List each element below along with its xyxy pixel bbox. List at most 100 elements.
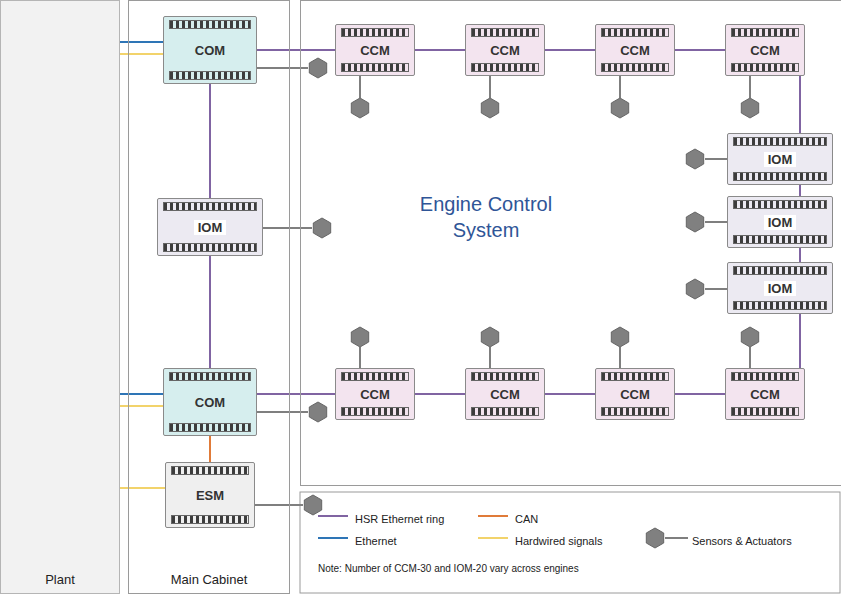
terminal-strip <box>731 28 799 37</box>
cylinder-module: CCM <box>595 24 675 76</box>
terminal-strip <box>601 28 669 37</box>
module-label: CCM <box>356 387 394 402</box>
connector-line <box>799 248 801 262</box>
legend-text-holder: CAN <box>515 509 538 527</box>
sensor-symbol <box>313 218 330 238</box>
connector-line <box>415 393 465 395</box>
legend-text: Hardwired signals <box>515 535 602 547</box>
terminal-strip <box>341 372 409 381</box>
cylinder-module: CCM <box>465 368 545 420</box>
com-module: COM <box>163 16 257 84</box>
legend-sample <box>318 537 348 539</box>
legend-sample <box>318 515 348 517</box>
module-label: IOM <box>764 281 797 296</box>
plant-region: Plant <box>0 0 120 594</box>
sensor-wire <box>749 76 751 98</box>
legend-text: Ethernet <box>355 535 397 547</box>
sensor-symbol <box>611 98 628 118</box>
sensor-symbol <box>351 327 368 347</box>
terminal-strip <box>163 202 257 211</box>
module-label: COM <box>191 43 229 58</box>
module-label: CCM <box>486 43 524 58</box>
io-module: IOM <box>157 198 263 256</box>
terminal-strip <box>601 372 669 381</box>
terminal-strip <box>163 243 257 252</box>
terminal-strip <box>733 301 827 310</box>
connector-line <box>675 49 725 51</box>
sensor-symbol <box>309 402 326 422</box>
connector-line <box>120 41 163 43</box>
connector-line <box>799 185 801 196</box>
cylinder-module: CCM <box>335 24 415 76</box>
terminal-strip <box>169 20 251 29</box>
connector-line <box>545 49 595 51</box>
module-label: ESM <box>192 488 228 503</box>
io-module: IOM <box>727 262 833 314</box>
sensor-symbol <box>481 327 498 347</box>
sensor-symbol <box>481 98 498 118</box>
terminal-strip <box>171 466 249 475</box>
sensor-wire <box>749 347 751 368</box>
connector-line <box>545 393 595 395</box>
terminal-strip <box>169 71 251 80</box>
connector-line <box>257 393 335 395</box>
module-label: COM <box>191 395 229 410</box>
region-label: Main Cabinet <box>171 572 248 587</box>
sensor-wire <box>255 504 303 506</box>
legend-text-holder: HSR Ethernet ring <box>355 509 444 527</box>
io-module: IOM <box>727 133 833 185</box>
sensor-wire <box>619 347 621 368</box>
cylinder-module: CCM <box>335 368 415 420</box>
note-text: Note: Number of CCM-30 and IOM-20 vary a… <box>318 563 579 574</box>
connector-line <box>120 53 163 55</box>
terminal-strip <box>601 407 669 416</box>
cylinder-module: CCM <box>465 24 545 76</box>
module-label: IOM <box>764 152 797 167</box>
connector-line <box>415 49 465 51</box>
sensor-symbol <box>741 327 758 347</box>
module-label: CCM <box>486 387 524 402</box>
sensor-wire <box>489 76 491 98</box>
module-label: CCM <box>746 43 784 58</box>
sensor-wire <box>705 288 727 290</box>
cylinder-module: CCM <box>725 24 805 76</box>
terminal-strip <box>471 407 539 416</box>
sensor-wire <box>489 347 491 368</box>
safety-module: ESM <box>165 462 255 528</box>
legend-sample <box>478 537 508 539</box>
module-label: CCM <box>356 43 394 58</box>
terminal-strip <box>733 172 827 181</box>
region-label: Engine Control System <box>401 191 571 243</box>
note-text-holder: Note: Number of CCM-30 and IOM-20 vary a… <box>318 558 579 576</box>
terminal-strip <box>731 63 799 72</box>
sensor-symbol <box>309 58 326 78</box>
module-label: CCM <box>746 387 784 402</box>
terminal-strip <box>169 372 251 381</box>
connector-line <box>120 487 165 489</box>
sensor-wire <box>705 221 727 223</box>
sensor-wire <box>262 227 312 229</box>
terminal-strip <box>733 266 827 275</box>
terminal-strip <box>341 28 409 37</box>
sensor-symbol <box>611 327 628 347</box>
connector-line <box>799 314 801 368</box>
terminal-strip <box>733 235 827 244</box>
legend-text-holder: Sensors & Actuators <box>692 531 792 549</box>
legend-sample <box>478 515 508 517</box>
terminal-strip <box>731 407 799 416</box>
terminal-strip <box>471 372 539 381</box>
connector-line <box>120 393 163 395</box>
sensor-wire <box>705 158 727 160</box>
system-region: Engine Control SystemCCMCCMCCMCCMIOMIOMI… <box>300 0 841 486</box>
sensor-symbol <box>304 495 321 515</box>
legend-text-holder: Ethernet <box>355 531 397 549</box>
sensor-wire <box>665 537 688 539</box>
connector-line <box>209 436 211 462</box>
sensor-symbol <box>686 212 703 232</box>
sensor-wire <box>359 76 361 98</box>
terminal-strip <box>733 137 827 146</box>
connector-line <box>799 76 801 133</box>
module-label: CCM <box>616 43 654 58</box>
